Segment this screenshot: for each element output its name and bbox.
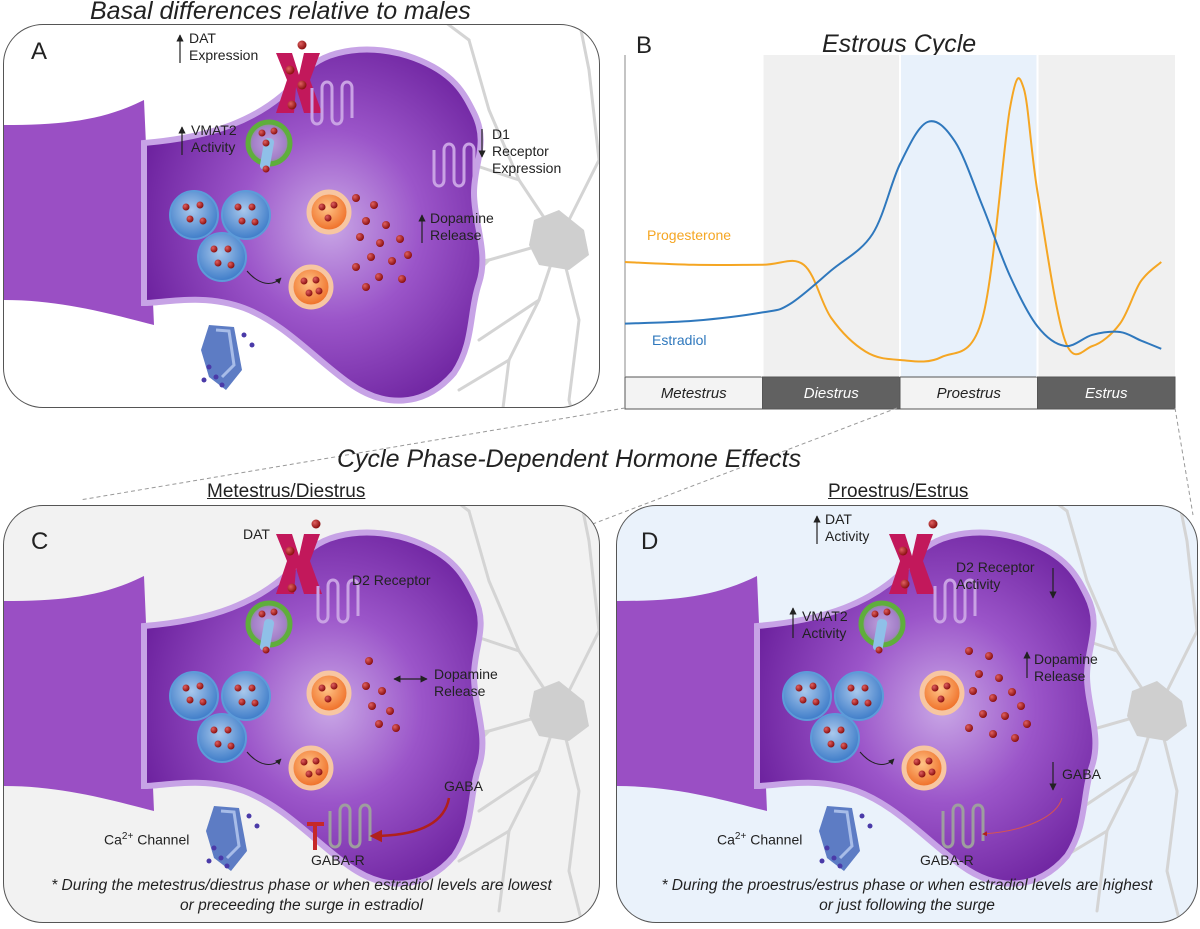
zoom-guide-lines <box>79 407 1194 526</box>
ca-channel-label: Ca2+ Channel <box>717 828 802 849</box>
release-label-line1: Dopamine <box>434 666 498 682</box>
vesicle-orange-1 <box>306 189 352 235</box>
ca-superscript: 2+ <box>734 831 747 842</box>
note-line1: * During the proestrus/estrus phase or w… <box>661 877 1153 894</box>
vmat-label-line1: VMAT2 <box>802 608 848 624</box>
gaba-arrow <box>369 797 451 843</box>
ca-suffix: Channel <box>133 831 190 848</box>
phase-label-estrus: Estrus <box>1085 385 1128 402</box>
panel-c-letter: C <box>31 528 49 555</box>
gaba-label: GABA <box>1062 766 1101 782</box>
note-line2: or preceeding the surge in estradiol <box>180 897 423 914</box>
top-title: Basal differences relative to males <box>90 0 471 25</box>
panel-d-footnote: * During the proestrus/estrus phase or w… <box>617 876 1197 916</box>
phase-band-estrus <box>1037 55 1175 377</box>
released-dopamine <box>965 647 1031 742</box>
panel-d: D DAT Activity D2 Receptor Activity VMAT… <box>616 505 1198 923</box>
ca-channel <box>201 325 255 390</box>
release-label-line2: Release <box>1034 668 1086 684</box>
d1-label-line1: D1 <box>492 126 510 142</box>
phase-band-proestrus <box>900 55 1038 377</box>
ca-prefix: Ca <box>104 831 122 848</box>
gaba-arrow <box>982 797 1063 837</box>
ca-superscript: 2+ <box>121 831 134 842</box>
panel-d-letter: D <box>641 528 659 555</box>
axon <box>617 576 767 811</box>
phase-cell-metestrus <box>624 376 763 410</box>
panel-d-illustration <box>617 506 1197 922</box>
ca-channel-label: Ca2+ Channel <box>104 828 189 849</box>
estradiol-label: Estradiol <box>652 332 707 348</box>
released-dopamine <box>362 657 400 732</box>
phase-band-diestrus <box>762 55 900 377</box>
dat-label-line2: Expression <box>189 47 259 63</box>
panel-c-illustration <box>4 506 599 922</box>
dat-activity-label: DAT Activity <box>825 511 869 545</box>
dat-label-line1: DAT <box>189 30 216 46</box>
vmat-label-line2: Activity <box>191 139 236 155</box>
vesicle-blue-1 <box>169 190 219 240</box>
ca-channel <box>206 806 260 871</box>
vesicle-blue-3 <box>197 232 247 282</box>
axon <box>4 100 154 325</box>
phase-cell-estrus <box>1037 376 1176 410</box>
vesicle-blue-2 <box>221 190 271 240</box>
panel-c-footnote: * During the metestrus/diestrus phase or… <box>4 876 599 916</box>
d2-label-line1: D2 Receptor <box>956 559 1035 575</box>
phase-label-proestrus: Proestrus <box>937 385 1002 402</box>
note-line1: * During the metestrus/diestrus phase or… <box>51 877 552 894</box>
panel-c: C DAT D2 Receptor Dopamine Release GABA … <box>3 505 600 923</box>
panel-d-heading: Proestrus/Estrus <box>828 481 969 502</box>
panel-a-letter: A <box>31 38 48 65</box>
d1-label-line2: Receptor <box>492 143 549 159</box>
released-dopamine <box>352 194 412 291</box>
d1-receptor-label: D1 Receptor Expression <box>492 126 561 177</box>
vmat2-activity-label: VMAT2 Activity <box>191 122 237 156</box>
inhibition-symbol <box>307 822 324 850</box>
note-line2: or just following the surge <box>819 897 995 914</box>
axon <box>4 576 154 811</box>
dat-label-line1: DAT <box>825 511 852 527</box>
dat-label: DAT <box>243 526 270 542</box>
panel-b-letter: B <box>636 32 653 59</box>
dopamine-release-label: Dopamine Release <box>430 210 494 244</box>
vesicle-orange-2 <box>288 264 334 310</box>
phase-cell-diestrus <box>762 376 901 410</box>
gaba-r-label: GABA-R <box>311 852 365 868</box>
release-label-line1: Dopamine <box>1034 651 1098 667</box>
gaba-label: GABA <box>444 778 483 794</box>
phase-label-diestrus: Diestrus <box>804 385 860 402</box>
series-line-progesterone <box>624 77 1162 363</box>
d2-activity-label: D2 Receptor Activity <box>956 559 1035 593</box>
gaba-r-label: GABA-R <box>920 852 974 868</box>
release-label-line2: Release <box>434 683 486 699</box>
release-label-line2: Release <box>430 227 482 243</box>
vmat-label-line1: VMAT2 <box>191 122 237 138</box>
dat-label-line2: Activity <box>825 528 870 544</box>
dopamine-release-label: Dopamine Release <box>434 666 498 700</box>
d2-label-line2: Activity <box>956 576 1001 592</box>
panel-c-heading: Metestrus/Diestrus <box>207 481 366 502</box>
dat-expression-label: DAT Expression <box>189 30 258 64</box>
progesterone-label: Progesterone <box>647 227 732 243</box>
vmat2-activity-label: VMAT2 Activity <box>802 608 848 642</box>
ca-suffix: Channel <box>746 831 803 848</box>
release-label-line1: Dopamine <box>430 210 494 226</box>
phase-label-metestrus: Metestrus <box>661 385 727 402</box>
vmat-label-line2: Activity <box>802 625 847 641</box>
phase-cell-proestrus <box>899 376 1038 410</box>
ca-channel <box>819 806 873 871</box>
d2-receptor-label: D2 Receptor <box>352 572 431 588</box>
middle-title: Cycle Phase-Dependent Hormone Effects <box>337 445 802 473</box>
dopamine-release-label: Dopamine Release <box>1034 651 1098 685</box>
chart-title: Estrous Cycle <box>822 30 977 58</box>
d1-label-line3: Expression <box>492 160 562 176</box>
ca-prefix: Ca <box>717 831 735 848</box>
panel-a-illustration <box>4 25 599 407</box>
panel-a: A DAT Expression VMAT2 Activity D1 Recep… <box>3 24 600 408</box>
series-line-estradiol <box>624 120 1162 350</box>
phase-band-metestrus <box>625 55 763 377</box>
